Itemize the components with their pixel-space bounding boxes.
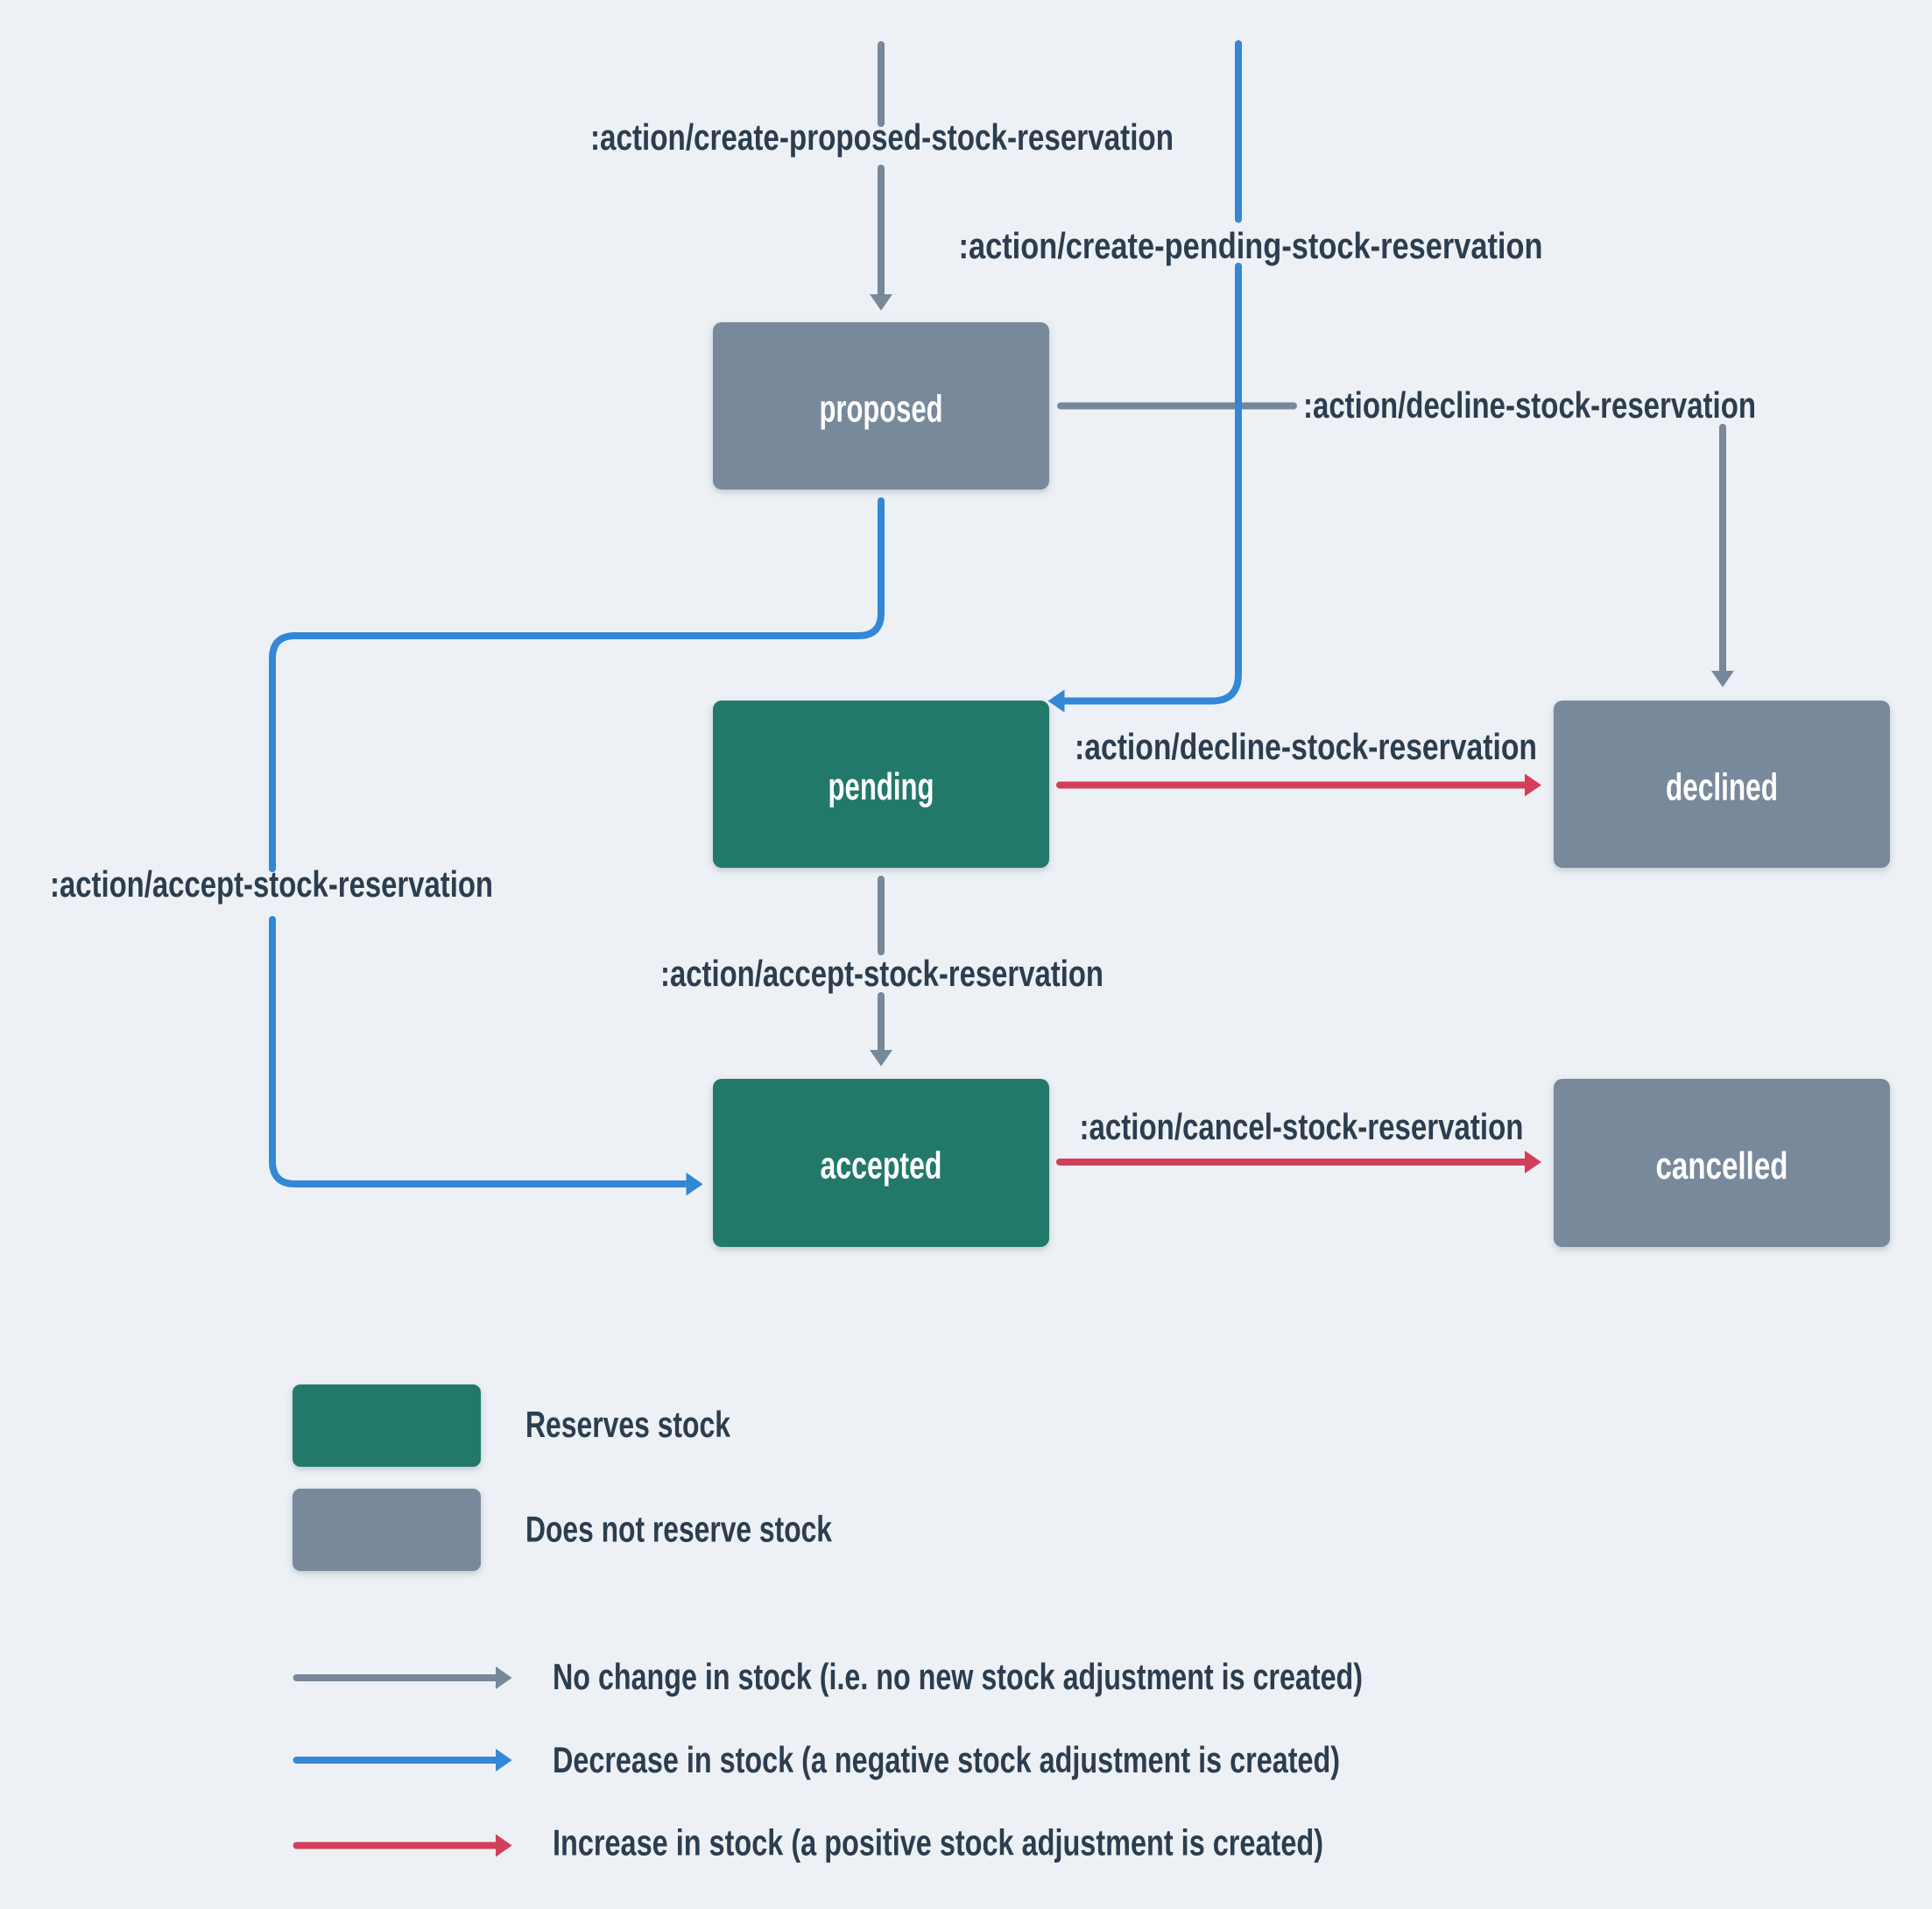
svg-text:Reserves stock: Reserves stock (525, 1404, 730, 1445)
svg-text:declined: declined (1666, 766, 1778, 809)
svg-text:cancelled: cancelled (1656, 1145, 1788, 1187)
svg-text::action/decline-stock-reservat: :action/decline-stock-reservation (1303, 384, 1756, 426)
svg-text::action/create-pending-stock-r: :action/create-pending-stock-reservation (959, 225, 1543, 266)
svg-text:accepted: accepted (821, 1145, 942, 1187)
svg-text:Does not reserve stock: Does not reserve stock (525, 1509, 832, 1550)
svg-text::action/create-proposed-stock-: :action/create-proposed-stock-reservatio… (590, 116, 1174, 158)
svg-text::action/decline-stock-reservat: :action/decline-stock-reservation (1075, 726, 1537, 767)
svg-text::action/cancel-stock-reservati: :action/cancel-stock-reservation (1080, 1106, 1524, 1147)
svg-text:No change in stock (i.e. no ne: No change in stock (i.e. no new stock ad… (553, 1656, 1363, 1697)
svg-text::action/accept-stock-reservati: :action/accept-stock-reservation (660, 953, 1103, 994)
svg-text::action/accept-stock-reservati: :action/accept-stock-reservation (50, 863, 493, 905)
svg-text:pending: pending (829, 765, 934, 808)
svg-text:Increase in stock (a positive: Increase in stock (a positive stock adju… (553, 1822, 1323, 1863)
svg-text:proposed: proposed (820, 388, 943, 431)
svg-text:Decrease in stock (a negative: Decrease in stock (a negative stock adju… (553, 1739, 1340, 1780)
